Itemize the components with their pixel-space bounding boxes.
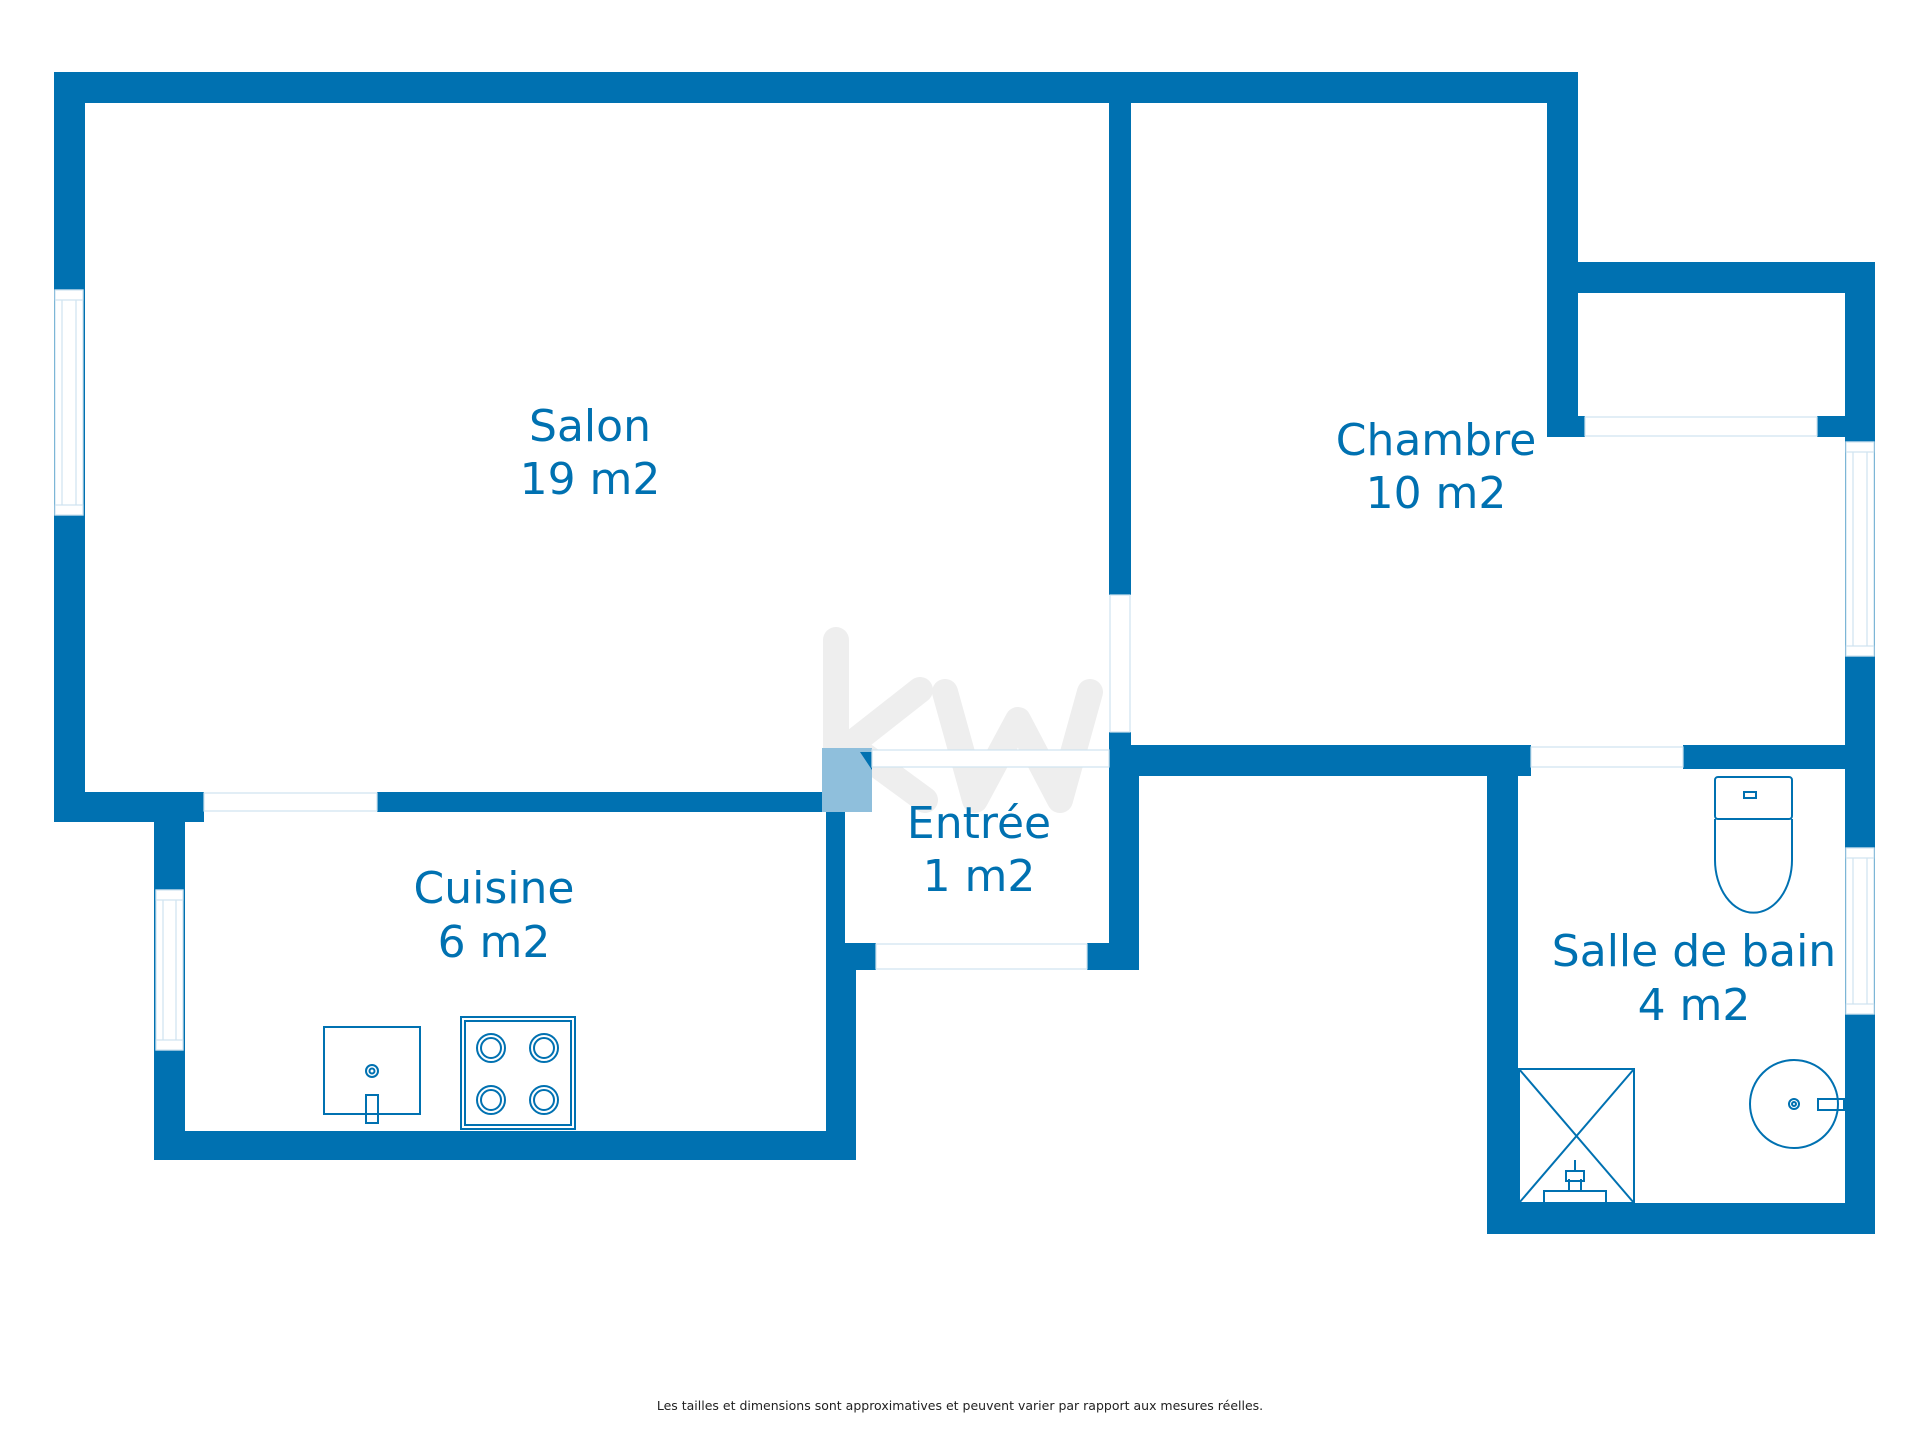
room-area-cuisine: 6 m2 bbox=[438, 917, 551, 968]
room-labels: Salon 19 m2 Chambre 10 m2 Cuisine 6 m2 E… bbox=[414, 401, 1837, 1031]
room-area-salle-de-bain: 4 m2 bbox=[1638, 980, 1751, 1031]
room-area-salon: 19 m2 bbox=[520, 454, 661, 505]
room-area-chambre: 10 m2 bbox=[1366, 468, 1507, 519]
room-area-entree: 1 m2 bbox=[923, 851, 1036, 902]
entrance-door-jamb bbox=[822, 748, 872, 812]
room-name-salon: Salon bbox=[529, 401, 651, 452]
watermark-logo bbox=[823, 627, 1103, 813]
room-name-cuisine: Cuisine bbox=[414, 863, 575, 914]
shower-icon bbox=[1518, 1068, 1635, 1204]
room-name-chambre: Chambre bbox=[1336, 415, 1537, 466]
openings bbox=[54, 289, 1875, 1051]
room-name-entree: Entrée bbox=[907, 798, 1051, 849]
toilet-icon bbox=[1714, 776, 1793, 914]
stove-icon bbox=[460, 1016, 576, 1130]
disclaimer-text: Les tailles et dimensions sont approxima… bbox=[656, 1398, 1264, 1413]
sink-icon bbox=[323, 1026, 421, 1124]
walls bbox=[54, 72, 1875, 1234]
room-name-salle-de-bain: Salle de bain bbox=[1552, 926, 1836, 977]
washbasin-icon bbox=[1749, 1059, 1845, 1149]
